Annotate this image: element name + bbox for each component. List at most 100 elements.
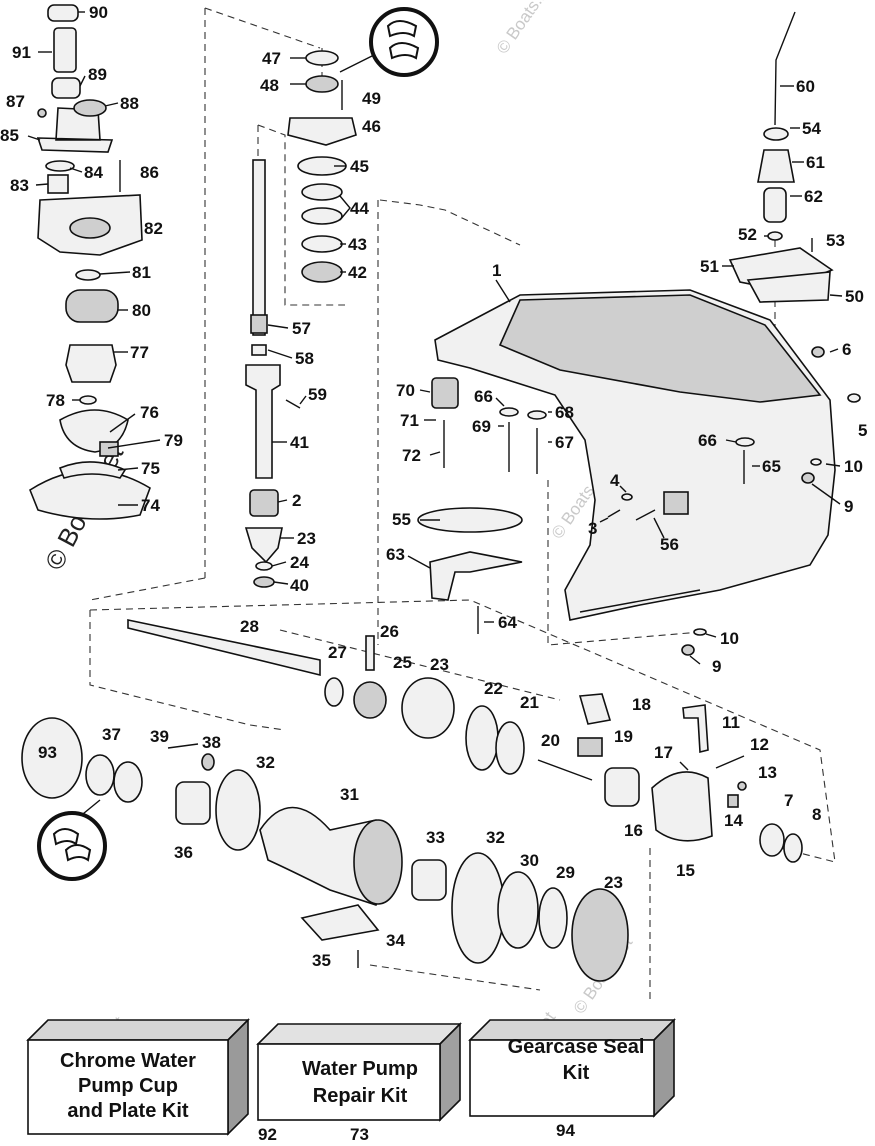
part-80-cup: [65, 289, 119, 323]
part-66-washer-2: [735, 437, 755, 447]
callout-44: 44: [350, 199, 369, 218]
callout-16: 16: [624, 821, 643, 840]
part-2-bearing: [249, 489, 279, 517]
callout-3: 3: [588, 519, 597, 538]
part-3-screw: [607, 509, 621, 518]
part-37-seal-2: [113, 761, 143, 803]
part-25-clutch: [353, 681, 387, 719]
callout-86: 86: [140, 163, 159, 182]
callout-88: 88: [120, 94, 139, 113]
part-9-screw-2: [681, 644, 695, 656]
callout-55: 55: [392, 510, 411, 529]
callout-labels: 90 91 89 87 88 85 84 86 83 82 81 80 77 7…: [0, 3, 867, 970]
callout-11: 11: [722, 713, 740, 732]
kit-water-number: 73: [350, 1125, 369, 1144]
callout-45: 45: [350, 157, 369, 176]
part-52-oring: [767, 231, 783, 241]
callout-77: 77: [130, 343, 149, 362]
callout-63: 63: [386, 545, 405, 564]
leader-lines: [27, 11, 843, 665]
callout-9-top: 9: [844, 497, 853, 516]
callout-82: 82: [144, 219, 163, 238]
kit-chrome-line3: and Plate Kit: [67, 1100, 188, 1122]
part-12-pin: [715, 755, 745, 769]
part-88-bushing: [73, 99, 107, 117]
callout-46: 46: [362, 117, 381, 136]
part-10-washer-2: [693, 628, 707, 636]
part-41-sleeve: [245, 364, 281, 479]
part-6-plug: [811, 346, 825, 358]
part-44-washer-2: [301, 207, 343, 225]
callout-66-left: 66: [474, 387, 493, 406]
part-57-spline: [250, 314, 268, 334]
part-1-deck: [498, 294, 822, 403]
callout-78: 78: [46, 391, 65, 410]
kit-water-line2: Repair Kit: [313, 1085, 408, 1107]
part-10-washer: [810, 458, 822, 466]
callout-93: 93: [38, 743, 57, 762]
callout-38: 38: [202, 733, 221, 752]
callout-12: 12: [750, 735, 769, 754]
callout-59: 59: [308, 385, 327, 404]
part-13-ball: [737, 781, 747, 791]
water-pump-parts: [29, 4, 151, 520]
callout-2: 2: [292, 491, 301, 510]
callout-15: 15: [676, 861, 695, 880]
part-11-shift-lever: [682, 704, 709, 754]
callout-66-right: 66: [698, 431, 717, 450]
part-81-ring: [75, 269, 101, 281]
callout-5: 5: [858, 421, 867, 440]
callout-36: 36: [174, 843, 193, 862]
part-28-propshaft: [127, 619, 321, 677]
part-32-oring: [215, 769, 261, 851]
callout-57: 57: [292, 319, 311, 338]
callout-13: 13: [758, 763, 777, 782]
callout-85: 85: [0, 126, 19, 145]
callout-91: 91: [12, 43, 31, 62]
callout-49: 49: [362, 89, 381, 108]
callout-10-bottom: 10: [720, 629, 739, 648]
callout-74: 74: [141, 496, 160, 515]
part-19-detent: [577, 737, 603, 757]
part-43-washer: [301, 235, 343, 253]
gearcase-housing: [434, 289, 861, 621]
callout-65: 65: [762, 457, 781, 476]
callout-27: 27: [328, 643, 347, 662]
kit-gearcase-seal: Gearcase Seal Kit 94: [468, 1018, 676, 1140]
callout-4: 4: [610, 471, 620, 490]
part-89-seal: [51, 77, 81, 99]
callout-51: 51: [700, 257, 719, 276]
part-77-impeller: [65, 344, 117, 383]
shift-rod-parts: [728, 11, 834, 303]
callout-32-right: 32: [486, 828, 505, 847]
callout-33: 33: [426, 828, 445, 847]
callout-61: 61: [806, 153, 825, 172]
callout-42: 42: [348, 263, 367, 282]
watermark: © Boats.net: [493, 0, 560, 57]
part-55-plate: [417, 507, 523, 533]
propshaft-parts: [127, 619, 803, 863]
kit-water-pump-repair: Water Pump Repair Kit 73: [256, 1022, 462, 1144]
callout-47: 47: [262, 49, 281, 68]
part-24-washer: [255, 561, 273, 571]
callout-32-left: 32: [256, 753, 275, 772]
callout-84: 84: [84, 163, 103, 182]
part-20-shaft: [537, 759, 593, 781]
callout-37: 37: [102, 725, 121, 744]
callout-39: 39: [150, 727, 169, 746]
callout-6: 6: [842, 340, 851, 359]
callout-23-forward: 23: [430, 655, 449, 674]
callout-58: 58: [295, 349, 314, 368]
part-23-pinion: [244, 527, 283, 564]
callout-18: 18: [632, 695, 651, 714]
part-26-pin: [365, 635, 375, 671]
kit-seal-line2: Kit: [563, 1062, 590, 1084]
part-62-bushing: [763, 187, 787, 223]
sealant-callouts: [37, 7, 439, 881]
part-60-rod: [774, 11, 796, 126]
callout-25: 25: [393, 653, 412, 672]
callout-22: 22: [484, 679, 503, 698]
callout-62: 62: [804, 187, 823, 206]
kit-chrome-number: 92: [258, 1125, 277, 1144]
callout-52: 52: [738, 225, 757, 244]
